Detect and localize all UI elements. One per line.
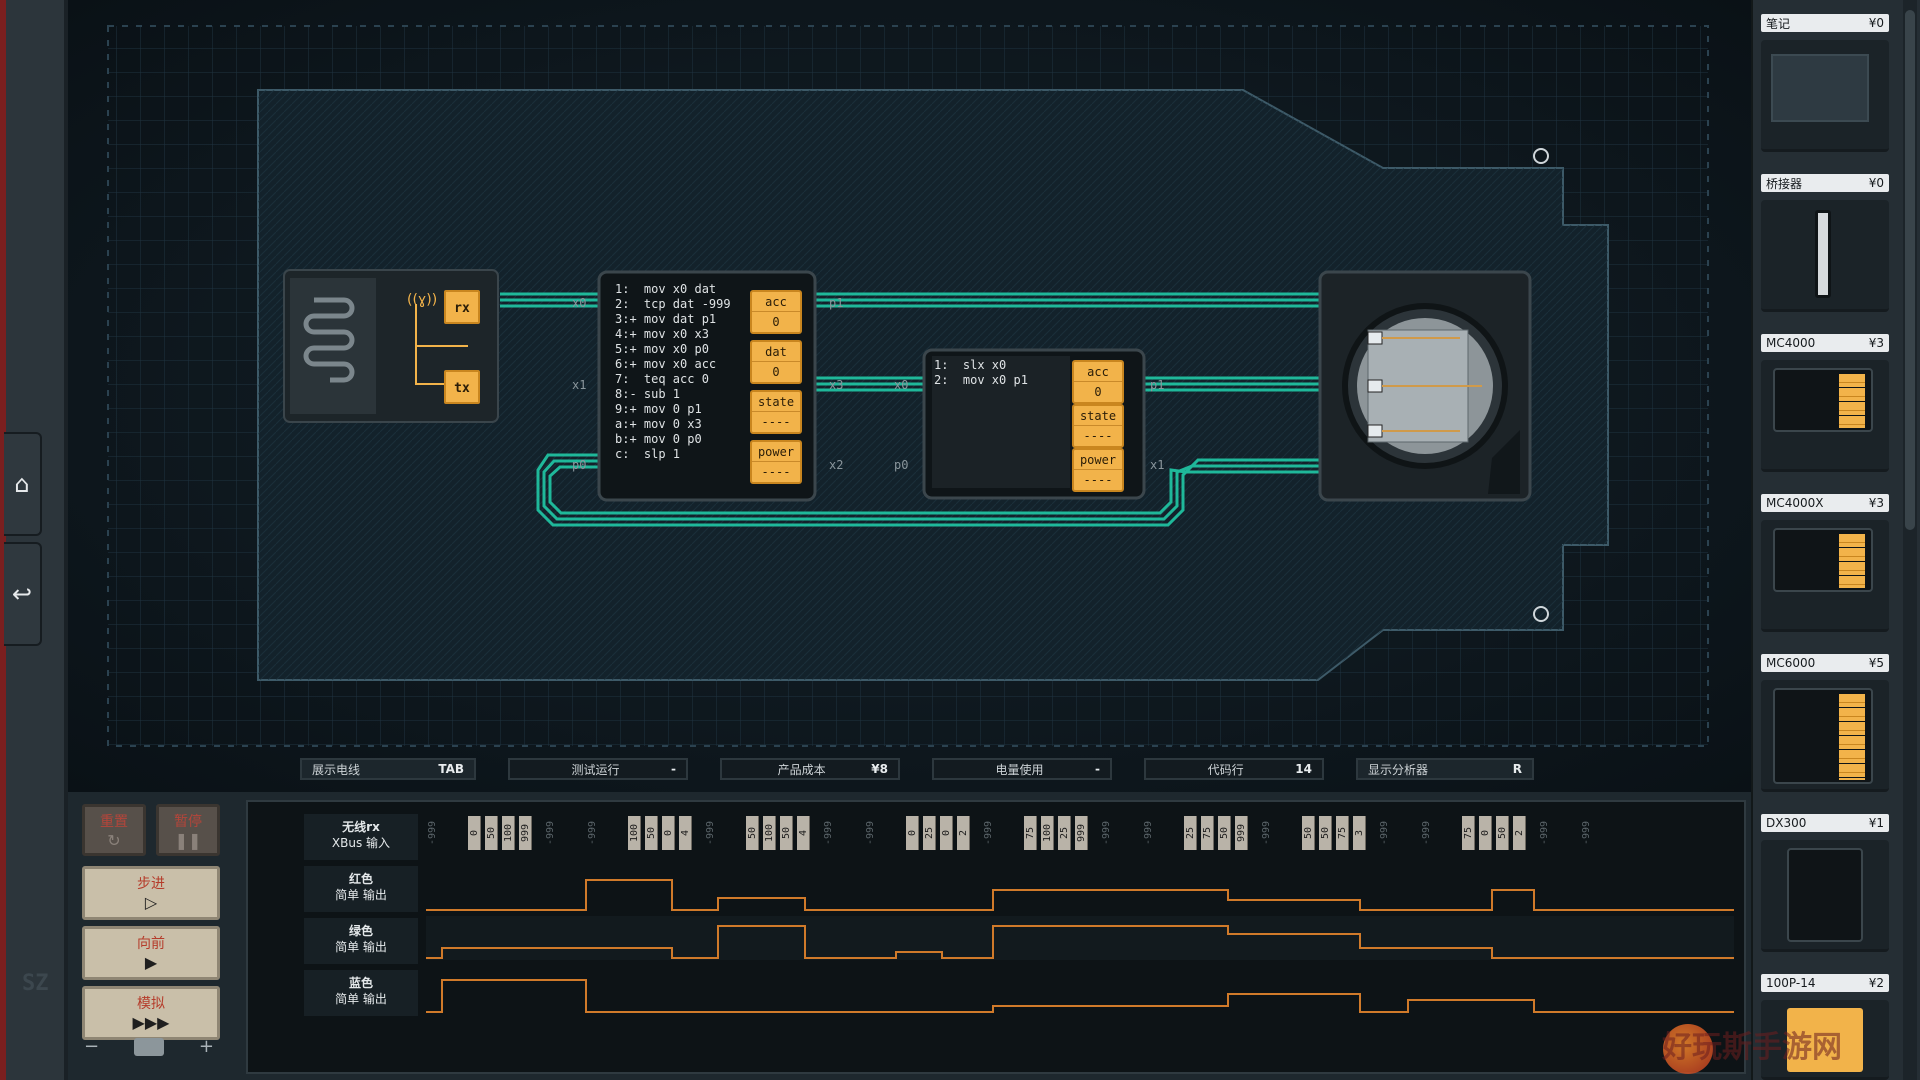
mc6000-power-register: power---- [750,440,802,484]
port-label: x3 [829,378,844,392]
production-cost-stat: 产品成本¥8 [720,758,900,780]
simulation-panel: 重置↻ 暂停❚❚ 步进▷ 向前▶ 模拟▶▶▶ − + 信息 确认 无线rxXBu… [68,792,1751,1080]
bridge-icon [1815,210,1831,298]
mc4000-state-register: state---- [1072,404,1124,448]
chip-icon [1773,528,1873,592]
pause-button[interactable]: 暂停❚❚ [156,804,220,856]
undo-icon: ↩ [11,580,33,608]
port-label: x1 [1150,458,1165,472]
reset-button[interactable]: 重置↻ [82,804,146,856]
blue-waveform [426,979,1734,1013]
signal-label-green: 绿色简单 输出 [304,918,418,964]
svg-text:((ɣ)): ((ɣ)) [407,292,437,308]
palette-item-mc4000x[interactable]: MC4000X¥3 [1761,494,1889,644]
test-run-stat: 测试运行- [508,758,688,780]
port-label: p1 [829,296,844,310]
signal-label-blue: 蓝色简单 输出 [304,970,418,1016]
port-label: x0 [572,296,587,310]
home-icon: ⌂ [14,470,30,498]
speed-handle[interactable] [134,1038,164,1056]
mc6000-state-register: state---- [750,390,802,434]
speed-plus[interactable]: + [198,1036,214,1057]
board-canvas: ((ɣ)) [107,25,1709,747]
watermark-logo [1663,1024,1713,1074]
port-label: p0 [894,458,909,472]
simulate-button[interactable]: 模拟▶▶▶ [82,986,220,1040]
fast-forward-icon: ▶▶▶ [132,1013,170,1032]
rx-port: rx [444,290,480,324]
mc4000-code[interactable]: 1: slx x0 2: mov x0 p1 [934,358,1028,387]
port-label: p1 [1150,378,1165,392]
palette-item-mc4000[interactable]: MC4000¥3 [1761,334,1889,484]
undo-button[interactable]: ↩ [4,542,42,646]
circuit-board-area[interactable]: ((ɣ)) rx tx 1: mov x0 dat 2: tcp dat -99… [68,0,1751,792]
mc4000-power-register: power---- [1072,448,1124,492]
speed-slider[interactable]: − + [84,1036,214,1058]
antenna-coil-icon [303,297,355,383]
dx300-icon [1787,848,1863,942]
step-icon: ▷ [144,893,158,912]
palette-item-note[interactable]: 笔记¥0 [1761,14,1889,164]
palette-item-mc6000[interactable]: MC6000¥5 [1761,654,1889,804]
port-label: p0 [572,458,587,472]
home-button[interactable]: ⌂ [4,432,42,536]
wire-bus [500,292,1320,527]
pause-icon: ❚❚ [174,831,202,850]
left-rail: ⌂ ↩ SZ [0,0,68,1080]
component-palette: 笔记¥0 桥接器¥0 MC4000¥3 MC4000X¥3 MC6000¥5 D… [1751,0,1920,1080]
mount-hole [1533,148,1549,164]
mount-hole [1533,606,1549,622]
power-usage-stat: 电量使用- [932,758,1112,780]
signal-waveforms [426,879,1734,1013]
green-waveform [426,925,1734,959]
palette-item-bridge[interactable]: 桥接器¥0 [1761,174,1889,324]
mc6000-code[interactable]: 1: mov x0 dat 2: tcp dat -999 3:+ mov da… [615,282,731,461]
port-label: x2 [829,458,844,472]
palette-item-100p14[interactable]: 100P-14¥2 [1761,974,1889,1080]
scrollbar-thumb[interactable] [1905,10,1915,530]
red-waveform [426,879,1734,911]
step-button[interactable]: 步进▷ [82,866,220,920]
game-logo: SZ [22,971,49,996]
palette-scrollbar[interactable] [1903,0,1917,1080]
port-label: x0 [894,378,909,392]
signal-label-red: 红色简单 输出 [304,866,418,912]
speed-minus[interactable]: − [84,1036,100,1057]
chip-icon [1773,688,1873,784]
watermark-text: 好玩斯手游网 [1662,1030,1842,1065]
display-icon [1787,1008,1863,1072]
play-icon: ▶ [144,953,158,972]
port-label: x1 [572,378,587,392]
palette-item-dx300[interactable]: DX300¥1 [1761,814,1889,964]
forward-button[interactable]: 向前▶ [82,926,220,980]
tx-port: tx [444,370,480,404]
note-icon [1771,54,1869,122]
reset-icon: ↻ [107,831,121,850]
chip-icon [1773,368,1873,432]
